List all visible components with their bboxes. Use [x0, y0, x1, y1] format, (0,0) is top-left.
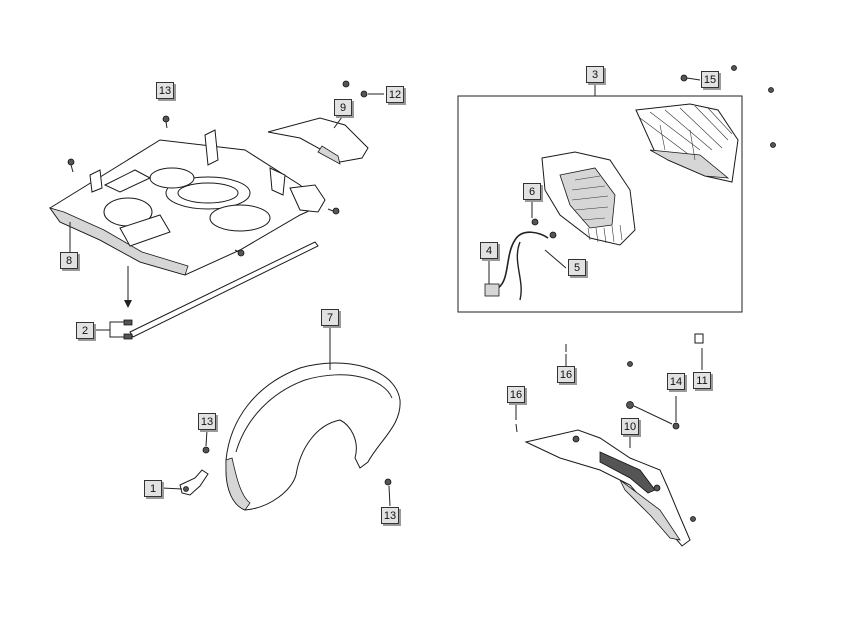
callout-15[interactable]: 15: [701, 71, 719, 88]
nut-fastener-part: [515, 333, 704, 522]
callout-6[interactable]: 6: [523, 183, 541, 200]
leader-line: [544, 249, 567, 269]
callout-1[interactable]: 1: [144, 480, 162, 497]
bracket-part: [267, 80, 369, 165]
clip-part: [179, 446, 392, 496]
callout-14[interactable]: 14: [667, 373, 685, 390]
arrow-icon: [124, 300, 132, 308]
callout-4[interactable]: 4: [480, 242, 498, 259]
callout-5[interactable]: 5: [568, 259, 586, 276]
callout-16-lower[interactable]: 16: [507, 386, 525, 403]
leader-line: [161, 487, 183, 490]
callout-11[interactable]: 11: [693, 372, 711, 389]
front-fender-part: [225, 362, 401, 511]
leader-line: [388, 485, 391, 507]
callout-9[interactable]: 9: [334, 99, 352, 116]
leader-line: [96, 321, 124, 331]
rear-fender-part: [524, 429, 691, 547]
leader-line: [205, 429, 208, 447]
callout-12[interactable]: 12: [386, 86, 404, 103]
callout-7[interactable]: 7: [321, 309, 339, 326]
headlight-group-frame: [457, 95, 743, 313]
callout-13-middle[interactable]: 13: [198, 413, 216, 430]
callout-16-upper[interactable]: 16: [557, 366, 575, 383]
headlight-lens-part: [635, 103, 739, 183]
callout-10[interactable]: 10: [621, 418, 639, 435]
wiring-harness-part: [484, 218, 557, 301]
headlight-housing-part: [541, 151, 636, 246]
callout-2[interactable]: 2: [76, 322, 94, 339]
callout-13-bottom[interactable]: 13: [381, 507, 399, 524]
undertray-panel-part: [49, 129, 326, 276]
leader-line: [109, 330, 124, 338]
callout-8[interactable]: 8: [60, 252, 78, 269]
screw-fastener-part: [680, 65, 776, 148]
callout-3[interactable]: 3: [586, 66, 604, 83]
callout-13-top[interactable]: 13: [156, 82, 174, 99]
leader-line: [333, 116, 343, 129]
rod-cable-part: [123, 241, 319, 340]
screw-fastener-part: [67, 115, 340, 257]
